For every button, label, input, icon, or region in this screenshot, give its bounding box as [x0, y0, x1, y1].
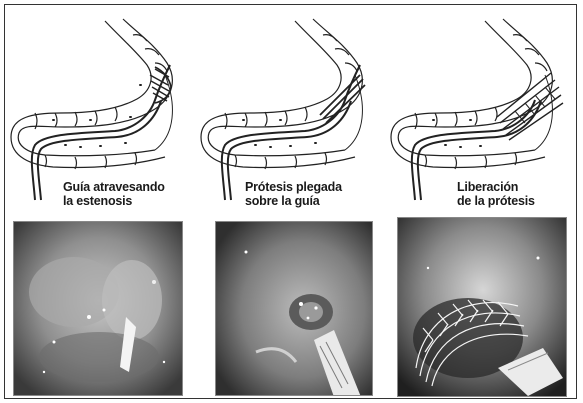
caption-3: Liberación de la prótesis — [457, 180, 535, 208]
panel-3: Liberación de la prótesis — [385, 5, 577, 400]
endoscopy-photo-3 — [397, 217, 567, 397]
panel-2: Prótesis plegada sobre la guía — [195, 5, 385, 400]
caption-1: Guía atravesando la estenosis — [63, 180, 165, 208]
caption-3-line-2: de la prótesis — [457, 194, 535, 208]
caption-2-line-1: Prótesis plegada — [245, 180, 342, 194]
caption-3-line-1: Liberación — [457, 180, 535, 194]
endoscopy-photo-2 — [215, 221, 373, 396]
caption-2: Prótesis plegada sobre la guía — [245, 180, 342, 208]
panel-1: Guía atravesando la estenosis — [5, 5, 195, 400]
endoscopy-photo-1 — [13, 221, 183, 396]
caption-1-line-2: la estenosis — [63, 194, 165, 208]
caption-1-line-1: Guía atravesando — [63, 180, 165, 194]
figure-frame: Guía atravesando la estenosis — [4, 4, 577, 399]
caption-2-line-2: sobre la guía — [245, 194, 342, 208]
